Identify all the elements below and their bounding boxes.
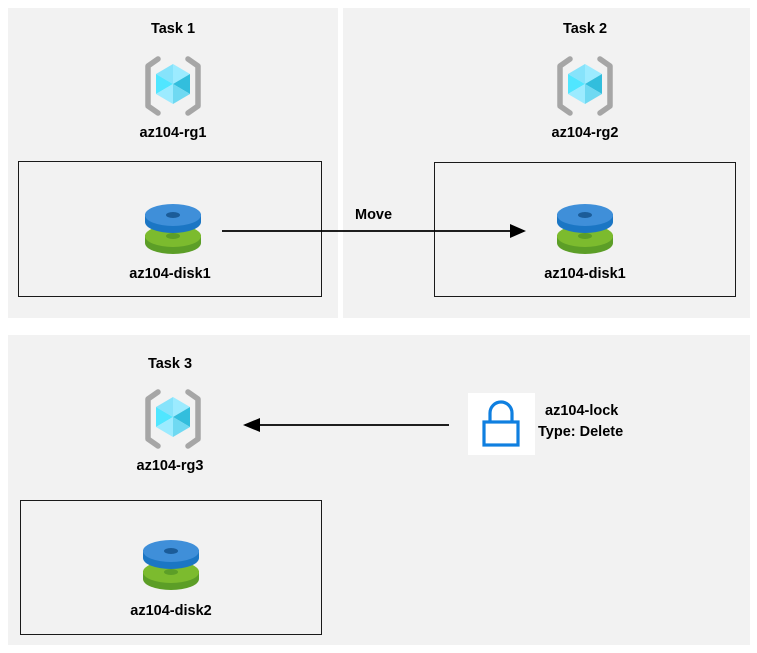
managed-disk-icon — [135, 535, 207, 597]
managed-disk-icon — [137, 199, 209, 261]
panel-task-1 — [8, 8, 338, 318]
panel-task-2 — [343, 8, 750, 318]
resource-group-cube-icon — [140, 388, 206, 450]
managed-disk-icon — [549, 199, 621, 261]
resource-label-2: az104-disk1 — [544, 266, 626, 282]
padlock-icon — [479, 400, 523, 448]
resource-container-3 — [20, 500, 322, 635]
task-3-title: Task 3 — [147, 356, 193, 372]
lock-name-label: az104-lock — [545, 403, 619, 419]
move-connector-label: Move — [355, 207, 393, 223]
resource-group-label-1: az104-rg1 — [139, 125, 207, 141]
task-1-title: Task 1 — [150, 21, 196, 37]
resource-label-3: az104-disk2 — [130, 603, 212, 619]
lock-type-label: Type: Delete — [538, 424, 624, 440]
resource-group-label-3: az104-rg3 — [136, 458, 204, 474]
lock-apply-arrow — [243, 418, 449, 432]
move-arrow — [222, 224, 526, 238]
resource-container-2 — [434, 162, 736, 297]
panel-task-3 — [8, 335, 750, 645]
resource-container-1 — [18, 161, 322, 297]
lock-icon-tile — [468, 393, 535, 455]
resource-label-1: az104-disk1 — [129, 266, 211, 282]
resource-group-cube-icon — [140, 55, 206, 117]
resource-group-label-2: az104-rg2 — [551, 125, 619, 141]
task-2-title: Task 2 — [562, 21, 608, 37]
resource-group-cube-icon — [552, 55, 618, 117]
